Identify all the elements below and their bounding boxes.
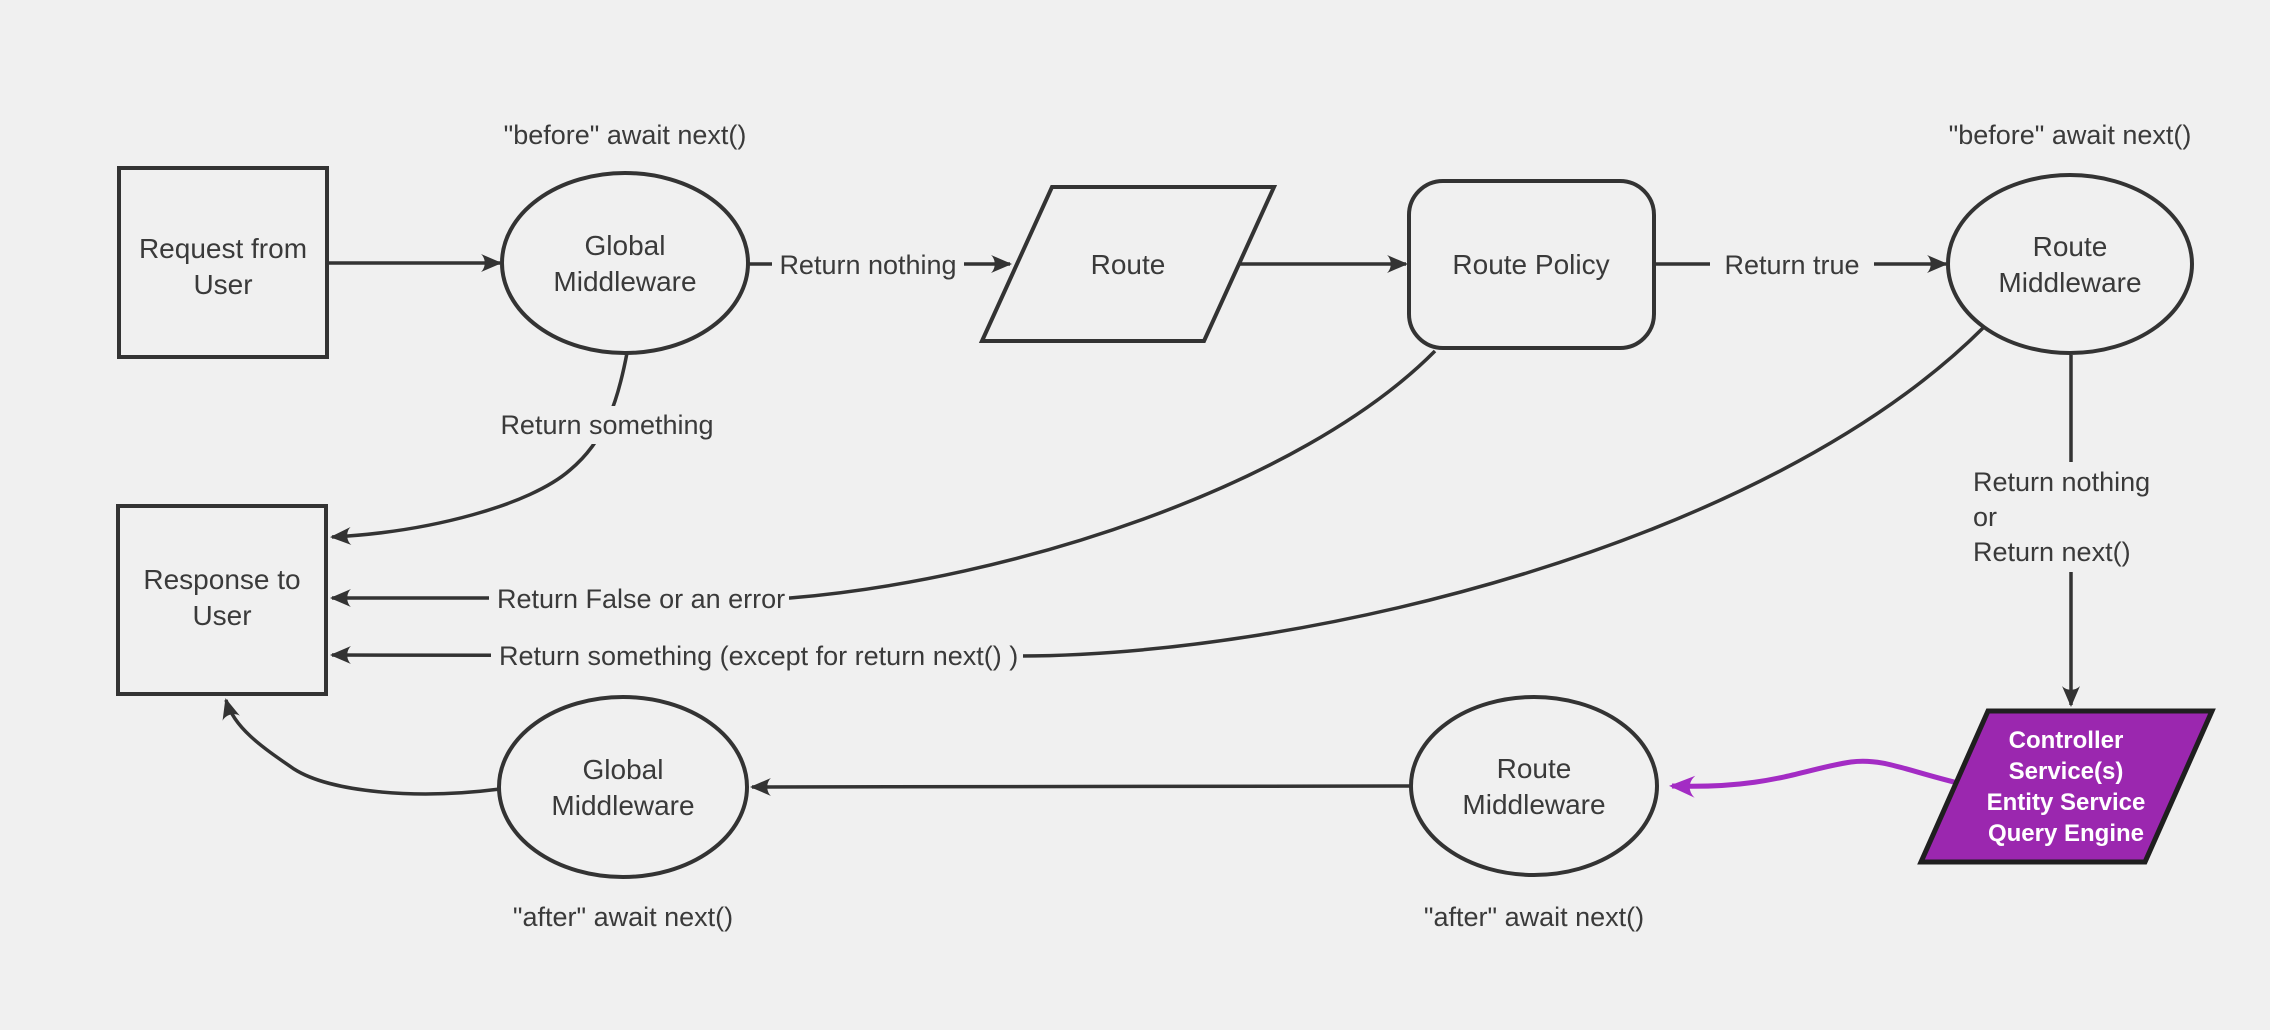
node-global-middleware-top-label-1: Global bbox=[585, 230, 666, 261]
node-controller-services-label-2: Service(s) bbox=[2009, 758, 2124, 785]
label-return-false-or-error: Return False or an error bbox=[497, 584, 785, 614]
label-return-nothing-or-line-1: Return nothing bbox=[1973, 467, 2150, 497]
label-return-nothing-or-bg bbox=[1964, 462, 2156, 572]
edge-global-middleware-bottom-to-response bbox=[222, 698, 501, 796]
node-request-from-user-label-2: User bbox=[193, 269, 252, 300]
node-controller-services bbox=[1917, 708, 2216, 865]
label-return-something-bg bbox=[494, 406, 720, 444]
node-route-label: Route bbox=[1091, 249, 1166, 280]
nodes: Request from User Global Middleware Rout… bbox=[116, 166, 2216, 879]
edge-labels: "before" await next() "before" await nex… bbox=[489, 120, 2191, 932]
node-global-middleware-top-label-2: Middleware bbox=[553, 266, 696, 297]
node-route-middleware-bottom bbox=[1409, 695, 1659, 877]
node-request-from-user-label-1: Request from bbox=[139, 233, 307, 264]
node-route-policy bbox=[1407, 179, 1656, 350]
label-after-await-next-left: "after" await next() bbox=[513, 902, 733, 932]
label-return-nothing-or-line-2: or bbox=[1973, 502, 1997, 532]
node-response-to-user bbox=[116, 504, 328, 696]
edge-global-middleware-return-something-to-response bbox=[330, 352, 629, 546]
edge-route-policy-return-false-to-response bbox=[330, 349, 1437, 607]
label-return-false-or-error-bg bbox=[489, 580, 789, 617]
node-route-middleware-top-label-2: Middleware bbox=[1998, 267, 2141, 298]
label-return-nothing-bg bbox=[772, 246, 964, 283]
label-return-something: Return something bbox=[500, 410, 713, 440]
label-before-await-next-right: "before" await next() bbox=[1949, 120, 2192, 150]
node-route-middleware-bottom-label-2: Middleware bbox=[1462, 789, 1605, 820]
node-controller-services-label-3: Entity Service bbox=[1987, 789, 2146, 816]
label-return-nothing: Return nothing bbox=[779, 250, 956, 280]
node-request-from-user bbox=[117, 166, 329, 359]
label-after-await-next-right: "after" await next() bbox=[1424, 902, 1644, 932]
node-global-middleware-bottom-label-1: Global bbox=[583, 754, 664, 785]
node-route-middleware-bottom-label-1: Route bbox=[1497, 753, 1572, 784]
node-route-middleware-top-label-1: Route bbox=[2033, 231, 2108, 262]
label-return-true: Return true bbox=[1724, 250, 1859, 280]
label-return-something-except-bg bbox=[491, 637, 1023, 674]
edge-controller-to-route-middleware-bottom bbox=[1669, 758, 1959, 798]
label-return-nothing-or-line-3: Return next() bbox=[1973, 537, 2131, 567]
edge-route-middleware-return-something-to-response bbox=[330, 326, 1985, 665]
node-global-middleware-top bbox=[500, 171, 750, 355]
node-response-to-user-label-2: User bbox=[192, 600, 251, 631]
label-before-await-next-left: "before" await next() bbox=[504, 120, 747, 150]
label-return-true-bg bbox=[1710, 246, 1874, 283]
node-route-middleware-top bbox=[1946, 173, 2194, 355]
node-response-to-user-label-1: Response to bbox=[143, 564, 300, 595]
node-route bbox=[978, 185, 1278, 343]
edge-route-middleware-bottom-to-global-middleware-bottom bbox=[750, 777, 1411, 796]
node-route-policy-label: Route Policy bbox=[1452, 249, 1609, 280]
node-controller-services-label-4: Query Engine bbox=[1988, 820, 2144, 847]
label-return-something-except: Return something (except for return next… bbox=[499, 641, 1018, 671]
node-global-middleware-bottom-label-2: Middleware bbox=[551, 790, 694, 821]
node-controller-services-label-1: Controller bbox=[2009, 727, 2124, 754]
node-global-middleware-bottom bbox=[497, 695, 749, 879]
